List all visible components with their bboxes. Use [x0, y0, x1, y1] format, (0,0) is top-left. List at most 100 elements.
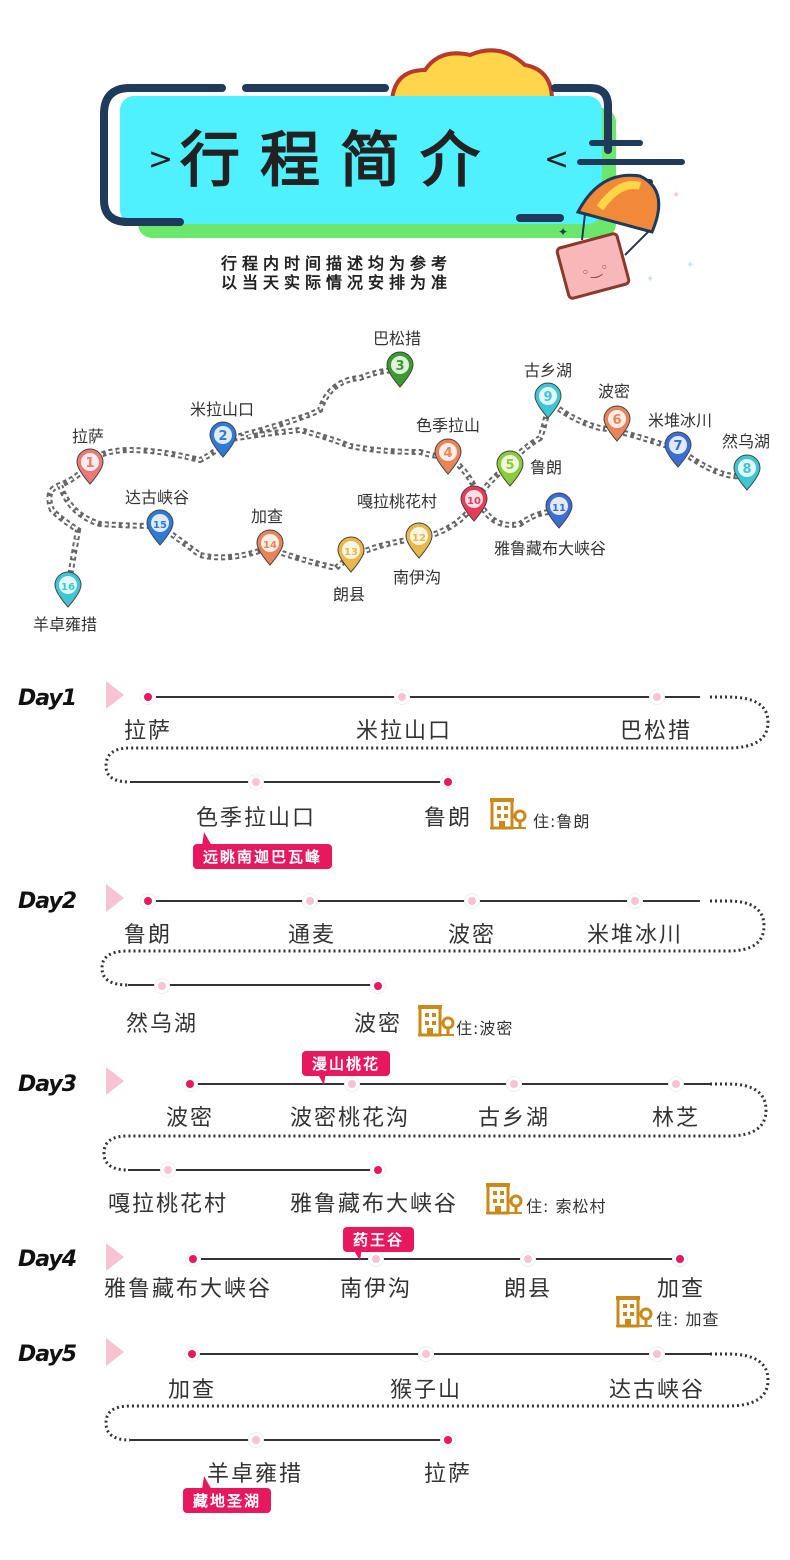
map-pin-6: 6	[602, 404, 632, 442]
stop-d1-r1-0: 拉萨	[124, 719, 173, 744]
stop-d2-r2-1: 波密	[354, 1012, 403, 1037]
svg-text:✦: ✦	[672, 190, 680, 201]
map-pin-8: 8	[732, 453, 762, 491]
svg-text:5: 5	[505, 458, 514, 473]
map-pin-2: 2	[208, 420, 238, 458]
stop-d1-r2-1: 鲁朗	[424, 806, 473, 831]
map-pin-11: 11	[544, 491, 574, 529]
stop-d2-r1-2: 波密	[448, 923, 497, 948]
badge-pointer-4	[352, 1247, 362, 1261]
map-pin-15: 15	[145, 508, 175, 546]
stop-dot-d5-r1-1	[419, 1347, 433, 1361]
cloud-icon	[389, 48, 555, 102]
day-arrow-icon-4	[106, 1243, 124, 1271]
title-arrow-left: >	[148, 142, 174, 177]
highlight-badge-5: 藏地圣湖	[183, 1488, 272, 1513]
stop-d5-r2-1: 拉萨	[424, 1462, 473, 1487]
hotel-icon-2	[418, 1003, 458, 1041]
svg-text:✦: ✦	[558, 225, 568, 239]
stop-d5-r1-0: 加查	[168, 1378, 217, 1403]
stop-dot-d1-r2-1	[441, 775, 455, 789]
hotel-icon-3	[486, 1181, 526, 1219]
stop-dot-d3-r2-0	[161, 1163, 175, 1177]
stop-dot-d3-r2-1	[371, 1163, 385, 1177]
map-label-place-3: 拉萨	[72, 427, 105, 446]
stop-dot-d4-r1-3	[673, 1252, 687, 1266]
stop-d2-r1-0: 鲁朗	[124, 923, 173, 948]
stop-dot-d2-r1-0	[141, 894, 155, 908]
map-label-place-9: 鲁朗	[530, 458, 563, 477]
map-label-place-15: 南伊沟	[393, 568, 442, 587]
map-pin-10: 10	[459, 484, 489, 522]
title-decoration: ◦‿◦ ✦ ✦ ✦ ✦	[100, 48, 694, 300]
stop-dot-d2-r1-3	[628, 894, 642, 908]
svg-text:✦: ✦	[686, 260, 694, 271]
title-arrow-right: <	[544, 142, 570, 177]
map-pin-12: 12	[404, 521, 434, 559]
stop-dot-d4-r1-1	[369, 1252, 383, 1266]
stop-d1-r1-1: 米拉山口	[356, 719, 453, 744]
stop-dot-d5-r1-0	[185, 1347, 199, 1361]
svg-text:16: 16	[61, 582, 75, 593]
parachute-icon: ◦‿◦	[555, 173, 661, 300]
subtitle-line-2: 以当天实际情况安排为准	[221, 273, 453, 292]
svg-text:15: 15	[153, 520, 167, 531]
day-arrow-icon-5	[106, 1338, 124, 1366]
stay-text-2: 住:波密	[456, 1019, 514, 1038]
stop-dot-d2-r2-0	[155, 979, 169, 993]
map-pin-7: 7	[663, 430, 693, 468]
svg-text:3: 3	[395, 359, 404, 374]
header: ◦‿◦ ✦ ✦ ✦ ✦ > 行程简介 < 行程内时间描述均为参考 以当天实际情况…	[0, 0, 790, 300]
stop-d5-r1-2: 达古峡谷	[609, 1378, 706, 1403]
svg-text:1: 1	[85, 456, 94, 471]
stop-d3-r2-1: 雅鲁藏布大峡谷	[290, 1192, 459, 1217]
stop-d2-r1-3: 米堆冰川	[587, 923, 684, 948]
stay-text-3: 住: 索松村	[526, 1197, 607, 1216]
map-label-place-4: 古乡湖	[524, 361, 573, 380]
stop-d1-r2-0: 色季拉山口	[196, 806, 317, 831]
stop-dot-d2-r1-2	[465, 894, 479, 908]
map-pin-13: 13	[336, 535, 366, 573]
map-label-place-13: 加查	[251, 507, 284, 526]
stop-dot-d1-r2-0	[249, 775, 263, 789]
map-label-place-14: 朗县	[333, 585, 366, 604]
map-pin-1: 1	[75, 447, 105, 485]
badge-pointer-5	[202, 1476, 212, 1490]
map-label-place-1: 巴松措	[373, 329, 422, 348]
stop-d1-r1-2: 巴松措	[620, 719, 693, 744]
itinerary-lines	[100, 695, 770, 1442]
stop-dot-d3-r1-1	[345, 1077, 359, 1091]
svg-text:4: 4	[443, 446, 452, 461]
stop-dot-d2-r1-1	[303, 894, 317, 908]
stop-d3-r1-0: 波密	[166, 1106, 215, 1131]
map-label-place-2: 米拉山口	[190, 400, 255, 419]
stop-dot-d3-r1-0	[183, 1077, 197, 1091]
stop-d4-r1-3: 加查	[657, 1277, 706, 1302]
stop-dot-d1-r1-1	[395, 690, 409, 704]
day-arrow-icon-3	[106, 1067, 124, 1095]
map-pin-3: 3	[385, 350, 415, 388]
map-label-place-16: 羊卓雍措	[33, 615, 98, 634]
stop-d5-r2-0: 羊卓雍措	[207, 1462, 304, 1487]
map-pin-5: 5	[495, 449, 525, 487]
map-pin-4: 4	[433, 437, 463, 475]
svg-text:14: 14	[263, 540, 277, 551]
day-arrow-icon-1	[106, 681, 124, 709]
stop-dot-d5-r2-1	[441, 1433, 455, 1447]
stop-d4-r1-0: 雅鲁藏布大峡谷	[104, 1277, 273, 1302]
map-pin-14: 14	[255, 528, 285, 566]
map-label-place-6: 米堆冰川	[648, 411, 713, 430]
stop-dot-d5-r2-0	[249, 1433, 263, 1447]
badge-pointer-1	[202, 832, 212, 846]
svg-text:8: 8	[742, 462, 751, 477]
svg-text:10: 10	[467, 496, 481, 507]
svg-text:◦‿◦: ◦‿◦	[580, 259, 611, 282]
stop-d2-r2-0: 然乌湖	[126, 1012, 199, 1037]
stop-dot-d4-r1-0	[186, 1252, 200, 1266]
stop-d4-r1-2: 朗县	[504, 1277, 553, 1302]
map-label-place-8: 色季拉山	[416, 416, 481, 435]
stop-d3-r1-2: 古乡湖	[478, 1106, 551, 1131]
map-label-place-5: 波密	[598, 382, 631, 401]
map-label-place-7: 然乌湖	[722, 432, 771, 451]
stay-text-1: 住:鲁朗	[533, 812, 591, 831]
